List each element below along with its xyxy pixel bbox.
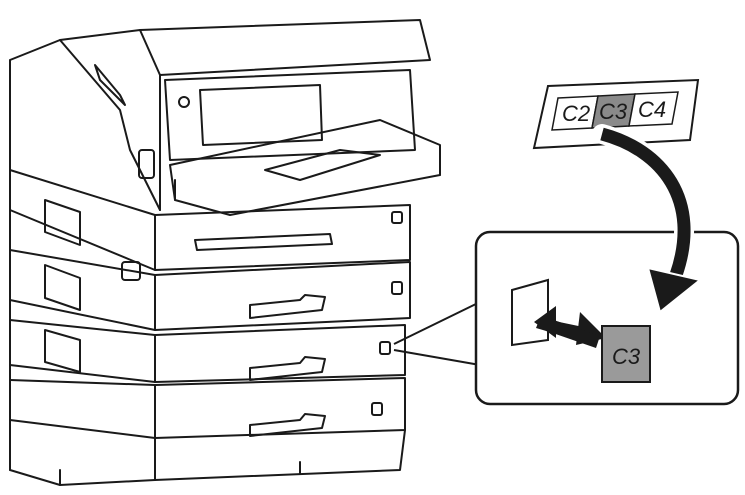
sticker-c3 [601, 325, 651, 383]
label-target-spot [379, 341, 391, 355]
printer-illustration [9, 19, 441, 486]
cassette-3-handle [249, 356, 326, 381]
panel-screen [199, 84, 323, 146]
cassette-1-handle [194, 233, 333, 251]
printer-base-front [154, 429, 406, 481]
cassette-1-side [9, 169, 156, 271]
cassette-2-side [9, 249, 156, 331]
label-sheet: C2 C3 C4 [532, 78, 700, 150]
output-tray-extender [264, 149, 381, 181]
cassette-3 [154, 324, 406, 383]
cassette-2-handle [249, 294, 326, 319]
power-button-icon [178, 96, 190, 108]
callout-pointer-lines [393, 301, 481, 366]
label-slot [511, 278, 549, 347]
output-tray-edge [174, 159, 441, 201]
callout-pointer [393, 301, 481, 366]
cassette-4-indicator [371, 402, 383, 416]
cassette-4 [154, 377, 406, 439]
curved-arrow-head-icon [646, 266, 703, 314]
cassette-2-side-notch [44, 264, 81, 311]
cassette-3-side-notch [44, 329, 81, 373]
front-usb-port [138, 149, 155, 179]
cassette-1 [154, 204, 411, 271]
printer-side-edge [59, 39, 161, 211]
side-latch [121, 261, 141, 281]
cassette-4-handle [249, 413, 326, 437]
label-c3-text: C3 [599, 99, 628, 124]
printer-top-face [139, 19, 431, 76]
insert-arrow-body [544, 318, 600, 348]
side-slot [94, 64, 126, 106]
label-c2-text: C2 [562, 101, 590, 126]
sticker-label: C3 [612, 344, 641, 369]
cassette-1-indicator [391, 211, 403, 224]
printer-base-side [9, 469, 156, 486]
output-tray [169, 119, 441, 216]
label-c4-box [628, 91, 679, 127]
cassette-3-side [9, 319, 156, 383]
cassette-4-side [9, 379, 156, 439]
cassette-1-side-notch [44, 199, 81, 246]
cassette-2-indicator [391, 281, 403, 295]
cassette-2 [154, 261, 411, 331]
control-panel [164, 69, 416, 161]
printer-left-side [9, 29, 161, 471]
curved-arrow-shaft [600, 127, 691, 278]
label-c4-text: C4 [638, 97, 666, 122]
printer-feet [59, 461, 301, 486]
